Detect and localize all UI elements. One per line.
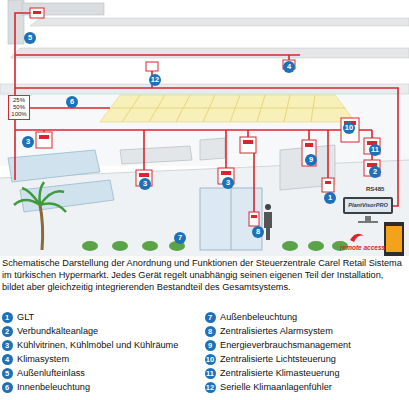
ceiling-lights [100,95,355,122]
node-text: 25% 50% 100% [9,97,29,118]
light-field [100,95,355,122]
legend-text: Zentralisierte Klimasteuerung [220,368,340,378]
plant [142,241,158,251]
roof-slab [30,18,409,26]
list-number: 2 [2,326,13,337]
legend-entry: Kühlvitrinen, Kühlmöbel und Kühlräume [17,339,178,351]
door-divider [231,188,232,250]
callout-number: 8 [252,226,264,238]
list-number: 12 [205,382,216,393]
list-number: 6 [2,382,13,393]
showcases [8,138,335,212]
remote-logo [350,234,364,242]
remote-cabinet-front [386,226,402,252]
legend-entry: Zentralisierte Lichtsteuerung [220,353,336,365]
list-number: 8 [205,326,216,337]
callout-number: 10 [343,122,355,134]
display-table [120,146,192,164]
callout-number: 2 [369,166,381,178]
callout-number: 5 [24,32,36,44]
legend-text: Außenlufteinlass [17,368,85,378]
red-wire [15,13,398,212]
legend-text: Kühlvitrinen, Kühlmöbel und Kühlräume [17,340,178,350]
callout-number: 4 [283,61,295,73]
controller [322,178,334,192]
building [0,0,409,256]
caption-text: Schematische Darstellung der Anordnung u… [2,257,407,293]
legend-entry: Klimasystem [17,353,69,365]
ceiling-slab [10,48,409,58]
controller-panel [341,118,359,142]
controller [240,137,256,153]
callout-number: 1 [324,192,336,204]
list-number: 9 [205,340,216,351]
controller [36,132,52,148]
controller-display [33,11,377,218]
legend-text: Verbundkälteanlage [17,326,98,336]
plant [282,241,298,251]
callout-number: 7 [174,232,186,244]
control-wiring [15,13,398,212]
plant [82,241,98,251]
legend-entry: Zentralisierte Klimasteuerung [220,367,340,379]
callout-number: 6 [66,96,78,108]
callout-number: 11 [369,144,381,156]
legend-entry: Außenbeleuchtung [220,311,297,323]
list-number: 7 [205,312,216,323]
plant [308,241,324,251]
legend-entry: Außenlufteinlass [17,367,85,379]
person-body [264,212,272,240]
legend-text: Serielle Klimaanlagenfühler [220,382,332,392]
callout-number: 3 [222,177,234,189]
legend-text: Innenbeleuchtung [17,382,90,392]
callout-number: 12 [149,74,161,86]
list-number: 10 [205,354,216,365]
legend-text: Zentralisierte Lichtsteuerung [220,354,336,364]
list-number: 3 [2,340,13,351]
controllers [30,8,380,226]
legend-text: Klimasystem [17,354,69,364]
legend-text: Energieverbrauchsmanagement [220,340,351,350]
remote-cabinet [384,222,404,256]
callout-number: 3 [139,178,151,190]
glass-door [200,188,262,250]
monitor-screen: PlantVisorPRO [343,197,393,214]
list-number: 11 [205,368,216,379]
callout-number: 3 [22,136,34,148]
plant [112,241,128,251]
node-text: PlantVisorPRO [346,202,390,209]
legend-entry: Zentralisiertes Alarmsystem [220,325,333,337]
legend-entry: Innenbeleuchtung [17,381,90,393]
sensor [146,62,158,71]
entrance [200,188,272,250]
legend-entry: Serielle Klimaanlagenfühler [220,381,332,393]
legend-entry: GLT [17,311,34,323]
brand-label: remote access [340,244,385,252]
bus-label: RS485 [366,186,384,193]
background [0,0,409,256]
dimmer-box: 25% 50% 100% [8,95,30,120]
palm-trunk [40,205,43,250]
plants [14,182,348,251]
legend-entry: Verbundkälteanlage [17,325,98,337]
callout-number: 9 [305,154,317,166]
alarm-unit [249,212,259,226]
ceiling-slab [0,84,409,94]
light-strips [112,95,346,122]
list-number: 5 [2,368,13,379]
legend-text: GLT [17,312,34,322]
legend-text: Zentralisiertes Alarmsystem [220,326,333,336]
shelf [200,138,225,160]
air-duct [8,0,24,44]
palm-fronds [14,182,66,212]
monitor-base [358,221,378,223]
person-head [265,204,271,210]
refrigerated-showcase [8,150,100,182]
legend-entry: Energieverbrauchsmanagement [220,339,351,351]
list-number: 4 [2,354,13,365]
legend-text: Außenbeleuchtung [220,312,297,322]
list-number: 1 [2,312,13,323]
